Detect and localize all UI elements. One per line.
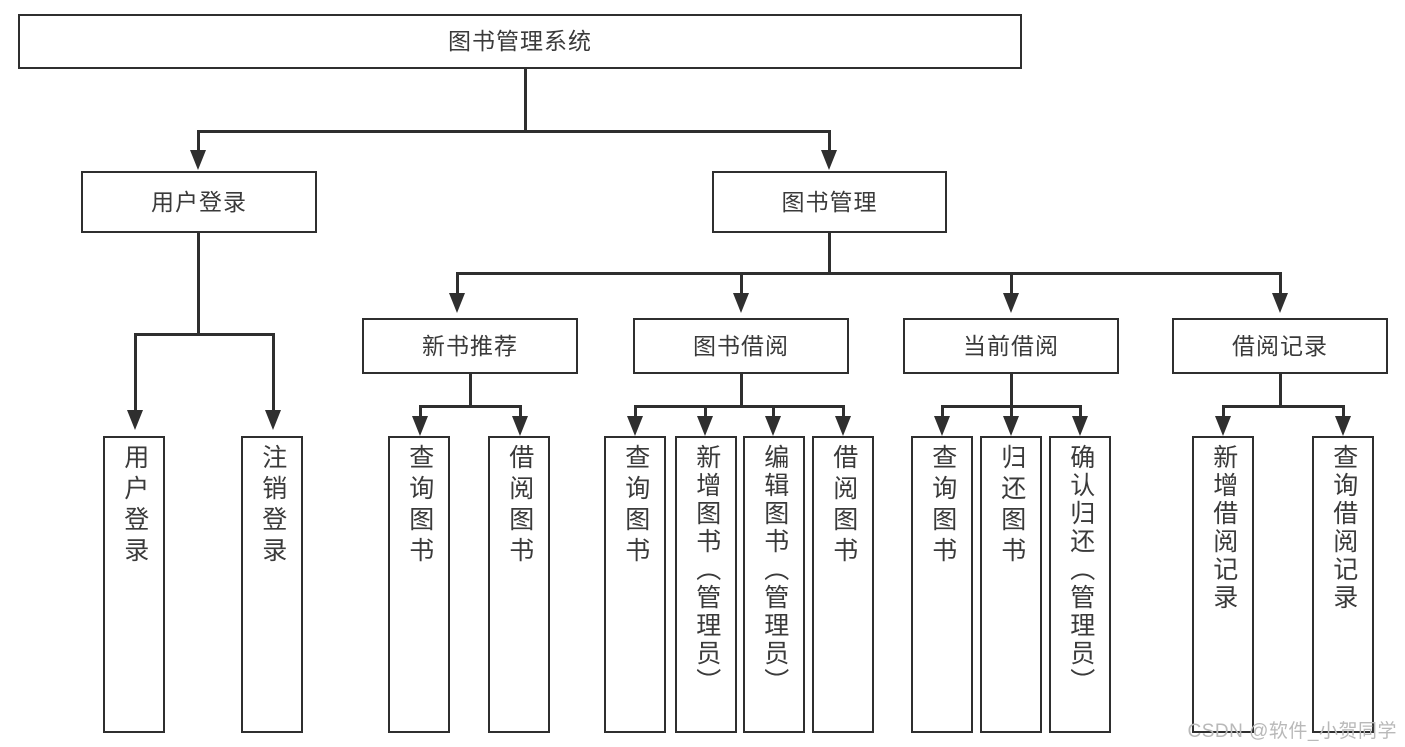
leaf-br-query-record[interactable]: 查询借阅记录	[1312, 436, 1374, 733]
connector-bb-child-3	[772, 405, 775, 420]
connector-bb-child-4	[842, 405, 845, 420]
connector-bm-child-2	[740, 272, 743, 296]
connector-root-to-book-manage	[828, 130, 831, 156]
connector-book-management-bar	[456, 272, 1279, 275]
connector-user-login-child-2	[272, 333, 275, 413]
arrowhead-cb-child-2	[1003, 416, 1019, 436]
connector-nbr-child-1	[419, 405, 422, 420]
node-label: 当前借阅	[963, 332, 1059, 359]
node-label: 新增图书（管理员）	[692, 444, 721, 696]
arrowhead-nbr-child-2	[512, 416, 528, 436]
leaf-cb-query-books[interactable]: 查询图书	[911, 436, 973, 733]
node-borrow-record[interactable]: 借阅记录	[1172, 318, 1388, 374]
connector-nbr-child-2	[519, 405, 522, 420]
node-current-borrow[interactable]: 当前借阅	[903, 318, 1119, 374]
arrowhead-nbr-child-1	[412, 416, 428, 436]
connector-user-login-bar	[134, 333, 274, 336]
connector-bb-bar	[634, 405, 844, 408]
node-root-system[interactable]: 图书管理系统	[18, 14, 1022, 69]
arrowhead-br-child-1	[1215, 416, 1231, 436]
connector-cb-child-2	[1010, 405, 1013, 420]
leaf-logout[interactable]: 注销登录	[241, 436, 303, 733]
arrowhead-bb-child-4	[835, 416, 851, 436]
connector-bb-stem	[740, 374, 743, 407]
arrowhead-bb-child-3	[765, 416, 781, 436]
connector-root-to-user-login	[197, 130, 200, 156]
node-label: 注销登录	[258, 444, 287, 568]
connector-cb-child-1	[941, 405, 944, 420]
node-label: 查询借阅记录	[1329, 444, 1358, 612]
arrowhead-user-login-child-2	[265, 410, 281, 430]
leaf-bb-query-books[interactable]: 查询图书	[604, 436, 666, 733]
node-label: 图书管理系统	[448, 28, 592, 55]
connector-root-bar	[197, 130, 830, 133]
arrowhead-bm-child-1	[449, 293, 465, 313]
connector-cb-stem	[1010, 374, 1013, 407]
node-label: 图书管理	[781, 188, 878, 215]
connector-bm-child-1	[456, 272, 459, 296]
node-book-management[interactable]: 图书管理	[712, 171, 947, 233]
connector-nbr-bar	[419, 405, 519, 408]
leaf-bb-edit-book-admin[interactable]: 编辑图书（管理员）	[743, 436, 805, 733]
connector-user-login-stem	[197, 233, 200, 335]
arrowhead-bb-child-2	[697, 416, 713, 436]
node-label: 查询图书	[621, 444, 650, 568]
node-label: 图书借阅	[693, 332, 789, 359]
arrowhead-bb-child-1	[627, 416, 643, 436]
connector-bb-child-2	[704, 405, 707, 420]
arrowhead-root-to-book-manage	[821, 150, 837, 170]
leaf-cb-return-books[interactable]: 归还图书	[980, 436, 1042, 733]
connector-br-child-1	[1222, 405, 1225, 420]
connector-root-stem	[524, 69, 527, 132]
node-book-borrow[interactable]: 图书借阅	[633, 318, 849, 374]
connector-br-bar	[1222, 405, 1342, 408]
leaf-nbr-borrow-books[interactable]: 借阅图书	[488, 436, 550, 733]
connector-bm-child-4	[1279, 272, 1282, 296]
connector-bm-child-3	[1010, 272, 1013, 296]
arrowhead-cb-child-3	[1072, 416, 1088, 436]
leaf-bb-add-book-admin[interactable]: 新增图书（管理员）	[675, 436, 737, 733]
arrowhead-user-login-child-1	[127, 410, 143, 430]
leaf-nbr-query-books[interactable]: 查询图书	[388, 436, 450, 733]
node-label: 用户登录	[120, 444, 149, 568]
leaf-br-add-record[interactable]: 新增借阅记录	[1192, 436, 1254, 733]
node-label: 归还图书	[997, 444, 1026, 568]
node-label: 借阅图书	[505, 444, 534, 568]
leaf-cb-confirm-return-admin[interactable]: 确认归还（管理员）	[1049, 436, 1111, 733]
leaf-bb-borrow-books[interactable]: 借阅图书	[812, 436, 874, 733]
connector-br-stem	[1279, 374, 1282, 407]
connector-user-login-child-1	[134, 333, 137, 413]
connector-bb-child-1	[634, 405, 637, 420]
connector-book-management-stem	[828, 233, 831, 274]
node-label: 查询图书	[405, 444, 434, 568]
node-label: 借阅记录	[1232, 332, 1328, 359]
node-label: 编辑图书（管理员）	[760, 444, 789, 696]
node-label: 查询图书	[928, 444, 957, 568]
connector-br-child-2	[1342, 405, 1345, 420]
node-label: 用户登录	[151, 188, 247, 215]
leaf-user-login[interactable]: 用户登录	[103, 436, 165, 733]
node-label: 新增借阅记录	[1209, 444, 1238, 612]
arrowhead-bm-child-4	[1272, 293, 1288, 313]
connector-cb-child-3	[1079, 405, 1082, 420]
arrowhead-bm-child-3	[1003, 293, 1019, 313]
arrowhead-cb-child-1	[934, 416, 950, 436]
node-label: 借阅图书	[829, 444, 858, 568]
arrowhead-br-child-2	[1335, 416, 1351, 436]
watermark-text: CSDN @软件_小贺同学	[1187, 721, 1397, 742]
node-new-book-recommend[interactable]: 新书推荐	[362, 318, 578, 374]
node-user-login[interactable]: 用户登录	[81, 171, 317, 233]
node-label: 确认归还（管理员）	[1066, 444, 1095, 696]
arrowhead-bm-child-2	[733, 293, 749, 313]
connector-nbr-stem	[469, 374, 472, 407]
arrowhead-root-to-user-login	[190, 150, 206, 170]
node-label: 新书推荐	[422, 332, 518, 359]
